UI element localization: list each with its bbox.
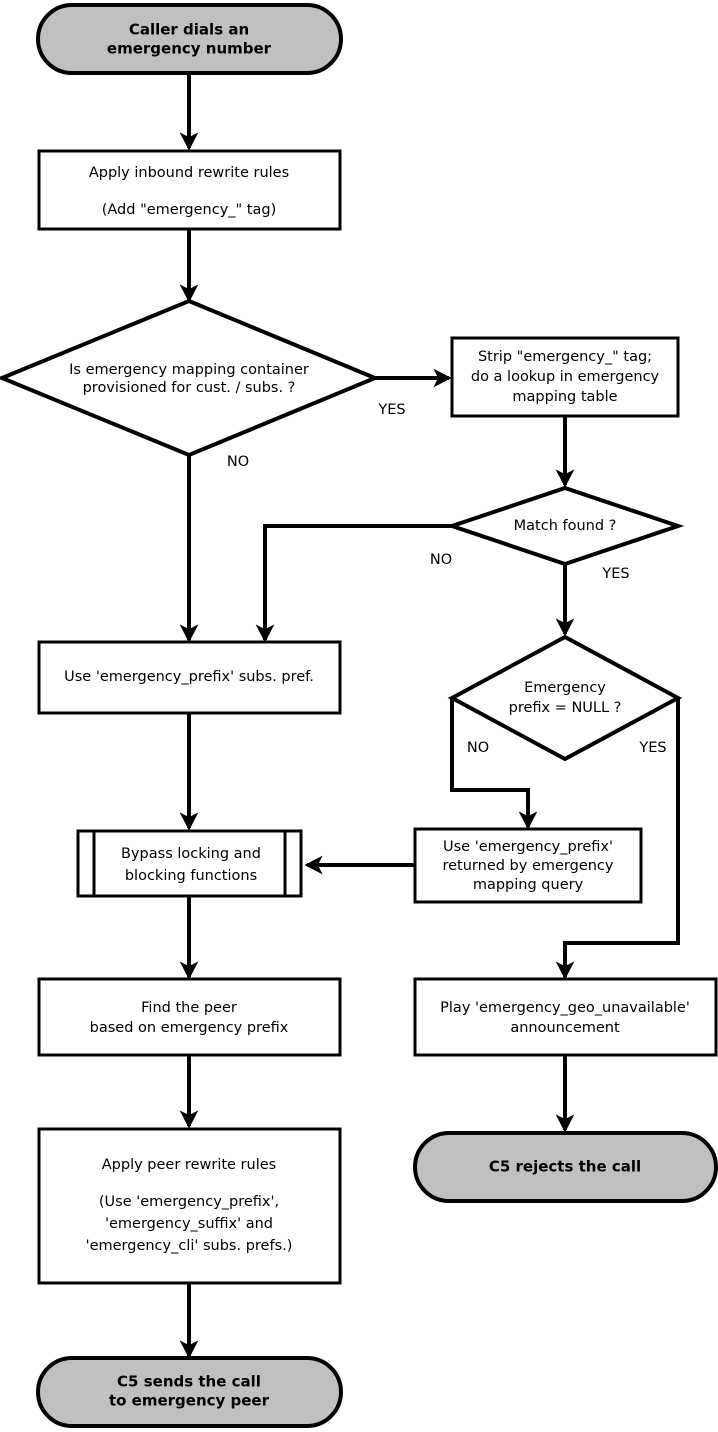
node-end-send[interactable]: C5 sends the call to emergency peer (36, 1356, 343, 1428)
node-find-peer[interactable]: Find the peer based on emergency prefix (37, 977, 342, 1057)
connectors (179, 73, 680, 1359)
use-returned-prefix-line-1: Use 'emergency_prefix' (443, 839, 613, 855)
edge-label-container-no: NO (227, 454, 249, 470)
bypass-locking-line-2: blocking functions (125, 868, 257, 884)
edge-prefix-null-yes-to-play-announcement (555, 698, 680, 980)
strip-tag-lookup-shape (450, 336, 680, 418)
strip-tag-lookup-line-3: mapping table (512, 389, 617, 405)
find-peer-shape (37, 977, 342, 1057)
node-use-subs-pref[interactable]: Use 'emergency_prefix' subs. pref. (37, 640, 342, 715)
strip-tag-lookup-line-2: do a lookup in emergency (471, 369, 660, 385)
apply-peer-rewrite-line-3: 'emergency_suffix' and (105, 1216, 273, 1232)
end-send-terminal-shape (36, 1356, 343, 1428)
node-play-announcement[interactable]: Play 'emergency_geo_unavailable' announc… (413, 977, 718, 1057)
play-announcement-line-1: Play 'emergency_geo_unavailable' (440, 1000, 690, 1016)
node-apply-inbound[interactable]: Apply inbound rewrite rules (Add "emerge… (37, 149, 342, 231)
node-apply-peer-rewrite[interactable]: Apply peer rewrite rules (Use 'emergency… (37, 1127, 342, 1285)
start-label-line-1: Caller dials an (129, 21, 249, 39)
use-returned-prefix-line-2: returned by emergency (442, 858, 613, 874)
apply-inbound-shape (37, 149, 342, 231)
apply-peer-rewrite-line-1: Apply peer rewrite rules (102, 1157, 276, 1173)
start-label-line-2: emergency number (107, 40, 272, 58)
end-reject-label: C5 rejects the call (489, 1158, 641, 1176)
node-bypass-locking[interactable]: Bypass locking and blocking functions (76, 829, 303, 898)
apply-inbound-line-2: (Add "emergency_" tag) (102, 202, 277, 218)
find-peer-line-2: based on emergency prefix (90, 1020, 289, 1036)
mapping-container-line-1: Is emergency mapping container (69, 362, 309, 378)
end-reject-terminal-shape (413, 1131, 718, 1203)
strip-tag-lookup-line-1: Strip "emergency_" tag; (478, 349, 652, 365)
apply-peer-rewrite-shape (37, 1127, 342, 1285)
match-found-label: Match found ? (514, 518, 617, 534)
prefix-null-line-2: prefix = NULL ? (509, 700, 622, 716)
edge-label-match-yes: YES (601, 566, 629, 582)
mapping-container-diamond-shape (0, 298, 381, 458)
apply-peer-rewrite-line-2: (Use 'emergency_prefix', (99, 1194, 279, 1210)
node-strip-tag-lookup[interactable]: Strip "emergency_" tag; do a lookup in e… (450, 336, 680, 418)
use-subs-pref-shape (37, 640, 342, 715)
end-send-label-line-2: to emergency peer (109, 1392, 270, 1410)
find-peer-line-1: Find the peer (141, 1000, 237, 1016)
node-start[interactable]: Caller dials an emergency number (36, 3, 343, 75)
edge-prefix-null-no-to-use-returned-prefix (450, 698, 538, 830)
bypass-locking-shape (76, 829, 303, 898)
bypass-locking-line-1: Bypass locking and (121, 846, 261, 862)
node-mapping-container-decision[interactable]: Is emergency mapping container provision… (0, 298, 381, 458)
end-send-label-line-1: C5 sends the call (117, 1373, 261, 1391)
use-returned-prefix-line-3: mapping query (473, 877, 584, 893)
apply-inbound-line-1: Apply inbound rewrite rules (89, 165, 289, 181)
edge-match-no-to-use-subs-pref (255, 524, 452, 643)
edge-label-null-yes: YES (638, 740, 666, 756)
node-use-returned-prefix[interactable]: Use 'emergency_prefix' returned by emerg… (413, 827, 643, 904)
play-announcement-shape (413, 977, 718, 1057)
prefix-null-diamond-shape (447, 634, 683, 762)
node-match-found-decision[interactable]: Match found ? (445, 485, 685, 567)
edge-label-match-no: NO (430, 552, 452, 568)
match-found-diamond-shape (445, 485, 685, 567)
apply-peer-rewrite-line-4: 'emergency_cli' subs. prefs.) (86, 1238, 293, 1254)
prefix-null-line-1: Emergency (524, 680, 606, 696)
mapping-container-line-2: provisioned for cust. / subs. ? (83, 380, 296, 396)
use-returned-prefix-shape (413, 827, 643, 904)
edge-label-container-yes: YES (377, 402, 405, 418)
use-subs-pref-label: Use 'emergency_prefix' subs. pref. (64, 669, 314, 685)
start-terminal-shape (36, 3, 343, 75)
node-prefix-null-decision[interactable]: Emergency prefix = NULL ? (447, 634, 683, 762)
play-announcement-line-2: announcement (510, 1020, 620, 1036)
node-end-reject[interactable]: C5 rejects the call (413, 1131, 718, 1203)
edge-label-null-no: NO (467, 740, 489, 756)
